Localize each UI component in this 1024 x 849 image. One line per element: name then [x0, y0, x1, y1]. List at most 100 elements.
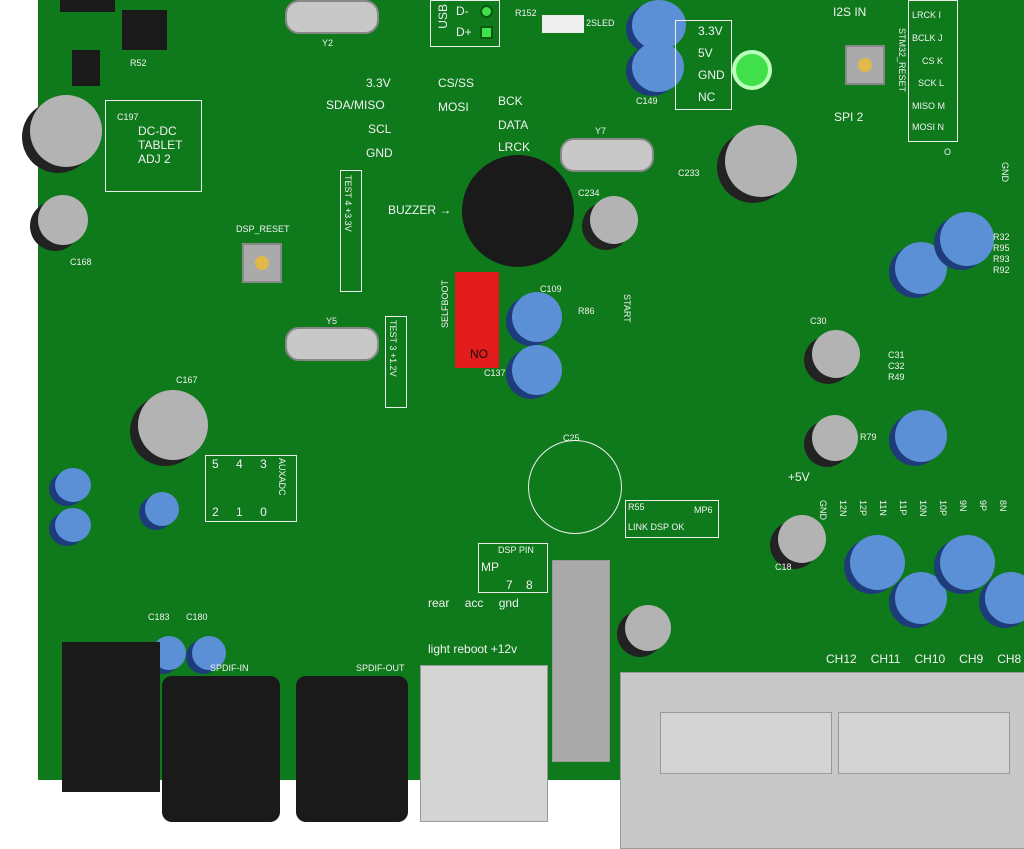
pin-label: 12N	[838, 500, 848, 517]
mp-label: MP6	[694, 505, 713, 515]
start-label: START	[622, 294, 632, 323]
cap-label: C30	[810, 316, 827, 326]
capacitor-c30	[812, 330, 860, 378]
power-pin-label: GND	[698, 68, 725, 82]
cap-label: C234	[578, 188, 600, 198]
power-pin-label: NC	[698, 90, 716, 104]
pin-label: GND	[818, 500, 828, 520]
i2s-in-label: I2S IN	[833, 5, 867, 19]
pin-label: 8N	[998, 500, 1008, 512]
led-2s	[542, 15, 584, 33]
capacitor	[55, 508, 91, 542]
pin-label: CS/SS	[438, 76, 475, 90]
res-label: R79	[860, 432, 877, 442]
cap-label: C149	[636, 96, 658, 106]
res-label: R52	[130, 58, 147, 68]
trigger-bottom-label: light reboot +12v	[428, 642, 518, 656]
trigger-top-labels: rear acc gnd	[428, 596, 519, 610]
cap-label: C180	[186, 612, 208, 622]
spdif-in-label: SPDIF-IN	[210, 663, 249, 673]
pin-label: GND	[366, 146, 393, 160]
capacitor-c197	[30, 95, 102, 167]
ic-chip	[122, 10, 167, 50]
channel-label: CH12	[826, 652, 857, 666]
capacitor	[812, 415, 858, 461]
connector	[60, 0, 115, 12]
pin-label: 10P	[938, 500, 948, 517]
res-label: R152	[515, 8, 537, 18]
test4-outline	[340, 170, 362, 292]
cap-label: C18	[775, 562, 792, 572]
selfboot-switch[interactable]	[455, 272, 499, 368]
usb-label: USB	[436, 4, 450, 29]
capacitor-c137	[512, 345, 562, 395]
power-pin-label: 5V	[698, 46, 713, 60]
spi-label: SPI 2	[834, 110, 864, 124]
crystal-y2	[285, 0, 379, 34]
selfboot-label: SELFBOOT	[440, 280, 450, 329]
spdif-out-label: SPDIF-OUT	[356, 663, 405, 673]
crystal-y5	[285, 327, 379, 361]
pin-label: SCL	[368, 122, 392, 136]
pin-label: 3.3V	[366, 76, 391, 90]
auxadc-bottom: 2 1 0	[212, 505, 267, 519]
channel-label: CH9	[959, 652, 984, 666]
pad	[480, 5, 493, 18]
channel-label: CH8	[997, 652, 1022, 666]
capacitor-c233	[725, 125, 797, 197]
crystal-y7	[560, 138, 654, 172]
power-header	[675, 20, 732, 110]
capacitor-c16	[850, 535, 905, 590]
i2s-row: LRCK I	[912, 10, 942, 20]
channel-label: CH10	[914, 652, 946, 666]
pin-label: SDA/MISO	[326, 98, 385, 112]
capacitor	[145, 492, 179, 526]
capacitor	[632, 0, 686, 50]
cap-label: C137	[484, 368, 506, 378]
dsp-reset-button[interactable]	[242, 243, 282, 283]
led-status-box	[625, 500, 719, 538]
capacitor-c180	[192, 636, 226, 670]
res-label: R55	[628, 502, 645, 512]
pin-label: MOSI	[438, 100, 469, 114]
i2s-row: SCK L	[918, 78, 945, 88]
capacitor	[895, 410, 947, 462]
i2s-row: MISO M	[912, 101, 946, 111]
capacitor-c167	[138, 390, 208, 460]
buzzer	[462, 155, 574, 267]
auxadc-label: AUXADC	[277, 458, 287, 496]
crystal-label: Y7	[595, 126, 607, 136]
capacitor	[940, 535, 995, 590]
crystal-label: Y5	[326, 316, 338, 326]
terminal-housing	[838, 712, 1010, 774]
i2s-row: MOSI N	[912, 122, 945, 132]
dsp-reset-label: DSP_RESET	[236, 224, 290, 234]
cap-label: C109	[540, 284, 562, 294]
terminal-housing	[660, 712, 832, 774]
audio-jack	[62, 642, 160, 792]
channel-label: CH11	[870, 652, 901, 666]
usb-header	[430, 0, 500, 47]
cap-label: C167	[176, 375, 198, 385]
inductor	[72, 50, 100, 86]
dcdc-outline	[105, 100, 202, 192]
test4-label: TEST 4 +3.3V	[343, 175, 353, 232]
capacitor	[895, 242, 947, 294]
reset-label: STM32_RESET	[897, 28, 907, 93]
stm32-reset-button[interactable]	[845, 45, 885, 85]
i2s-header-outline	[908, 0, 958, 142]
capacitor	[895, 572, 947, 624]
cap-label: C233	[678, 168, 700, 178]
dsp-pins: 7 8	[506, 578, 533, 592]
capacitor	[940, 212, 994, 266]
pin-label: LRCK	[498, 140, 531, 154]
spdif-out-connector	[296, 676, 408, 822]
switch-state: NO	[470, 347, 488, 361]
pin-label: BCK	[498, 94, 523, 108]
pin-label: 9P	[978, 500, 988, 512]
usb-pin: D-	[456, 4, 469, 18]
capacitor-c109	[512, 292, 562, 342]
auxadc-top: 5 4 3	[212, 457, 267, 471]
pin-label: 9N	[958, 500, 968, 512]
